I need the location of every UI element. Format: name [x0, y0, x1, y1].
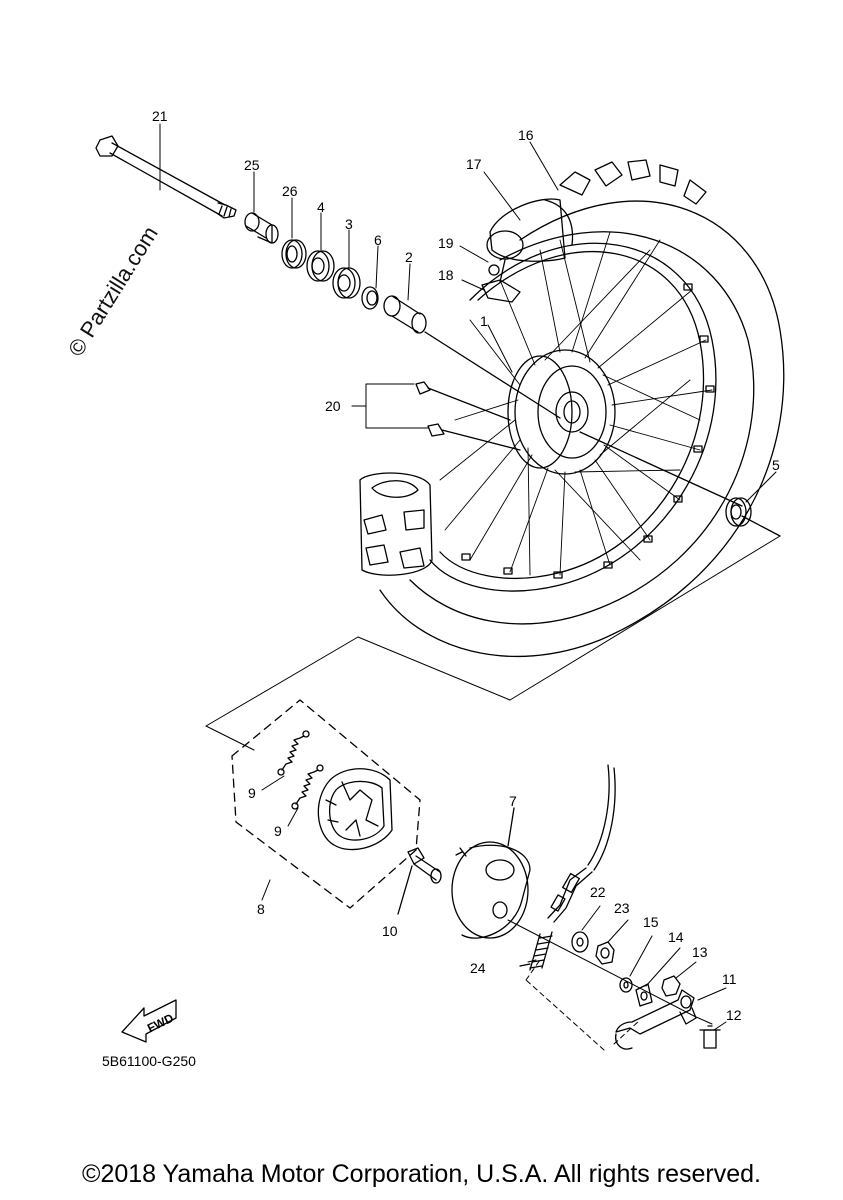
circlip — [361, 286, 379, 310]
spoke-nipples — [461, 283, 715, 579]
callout-23: 23 — [614, 900, 630, 916]
fwd-arrow-icon — [121, 999, 177, 1043]
callout-15: 15 — [643, 914, 659, 930]
camshaft-lever — [615, 989, 697, 1050]
callout-2: 2 — [405, 249, 413, 265]
callout-17: 17 — [466, 156, 482, 172]
callout-9b: 9 — [274, 823, 282, 839]
leader-lines-lower — [261, 775, 727, 1031]
callout-7: 7 — [509, 793, 517, 809]
callout-26: 26 — [282, 183, 298, 199]
brake-shoes — [317, 768, 393, 851]
callout-25: 25 — [244, 157, 260, 173]
return-spring-upper — [277, 730, 310, 776]
oil-seal — [281, 239, 307, 269]
wheel-assembly — [359, 159, 785, 658]
callout-11: 11 — [722, 971, 737, 987]
bearing-5 — [725, 497, 752, 527]
callout-3: 3 — [345, 216, 353, 232]
inner-tube — [486, 198, 574, 262]
callout-9a: 9 — [248, 785, 256, 801]
spokes — [439, 231, 713, 576]
callout-13: 13 — [692, 944, 708, 960]
small-washer — [619, 977, 633, 993]
lever-nut — [661, 975, 681, 997]
callout-12: 12 — [726, 1007, 742, 1023]
spoke-set — [415, 381, 521, 451]
watermark: © Partzilla.com — [63, 222, 163, 361]
callout-20: 20 — [325, 398, 341, 414]
fwd-label: FWD — [145, 1011, 176, 1036]
brake-shoe-group-box — [231, 699, 421, 909]
callout-21: 21 — [152, 108, 168, 124]
washer — [571, 931, 589, 953]
brake-camshaft — [397, 847, 442, 915]
callout-6: 6 — [374, 232, 382, 248]
callout-18: 18 — [438, 267, 454, 283]
axle-bolt — [95, 135, 237, 219]
wear-indicator — [635, 983, 653, 1007]
callout-labels: 21 25 26 4 3 6 2 1 16 17 19 18 20 5 9 9 … — [152, 108, 780, 1023]
callout-4: 4 — [317, 199, 325, 215]
rim-lock — [481, 259, 521, 303]
brake-plate — [451, 807, 531, 939]
callout-24: 24 — [470, 960, 486, 976]
brake-spring — [519, 931, 553, 971]
callout-22: 22 — [590, 884, 606, 900]
bearing-3 — [332, 267, 361, 299]
callout-10: 10 — [382, 923, 398, 939]
return-spring-lower — [291, 764, 324, 810]
callout-14: 14 — [668, 929, 684, 945]
brake-cable — [547, 764, 616, 923]
bearing-4 — [306, 250, 335, 282]
nut — [595, 941, 615, 965]
axle-centerline — [424, 331, 561, 419]
assembly-lines — [205, 535, 781, 1051]
leader-lines-upper — [159, 123, 777, 503]
axle-collar — [244, 212, 279, 244]
copyright-notice: ©2018 Yamaha Motor Corporation, U.S.A. A… — [82, 1160, 761, 1188]
callout-19: 19 — [438, 235, 454, 251]
callout-5: 5 — [772, 457, 780, 473]
callout-8: 8 — [257, 901, 265, 917]
callout-16: 16 — [518, 127, 534, 143]
spacer — [383, 295, 427, 334]
lever-bolt — [699, 1025, 721, 1049]
callout-1: 1 — [480, 313, 488, 329]
diagram-code: 5B61100-G250 — [102, 1053, 196, 1069]
